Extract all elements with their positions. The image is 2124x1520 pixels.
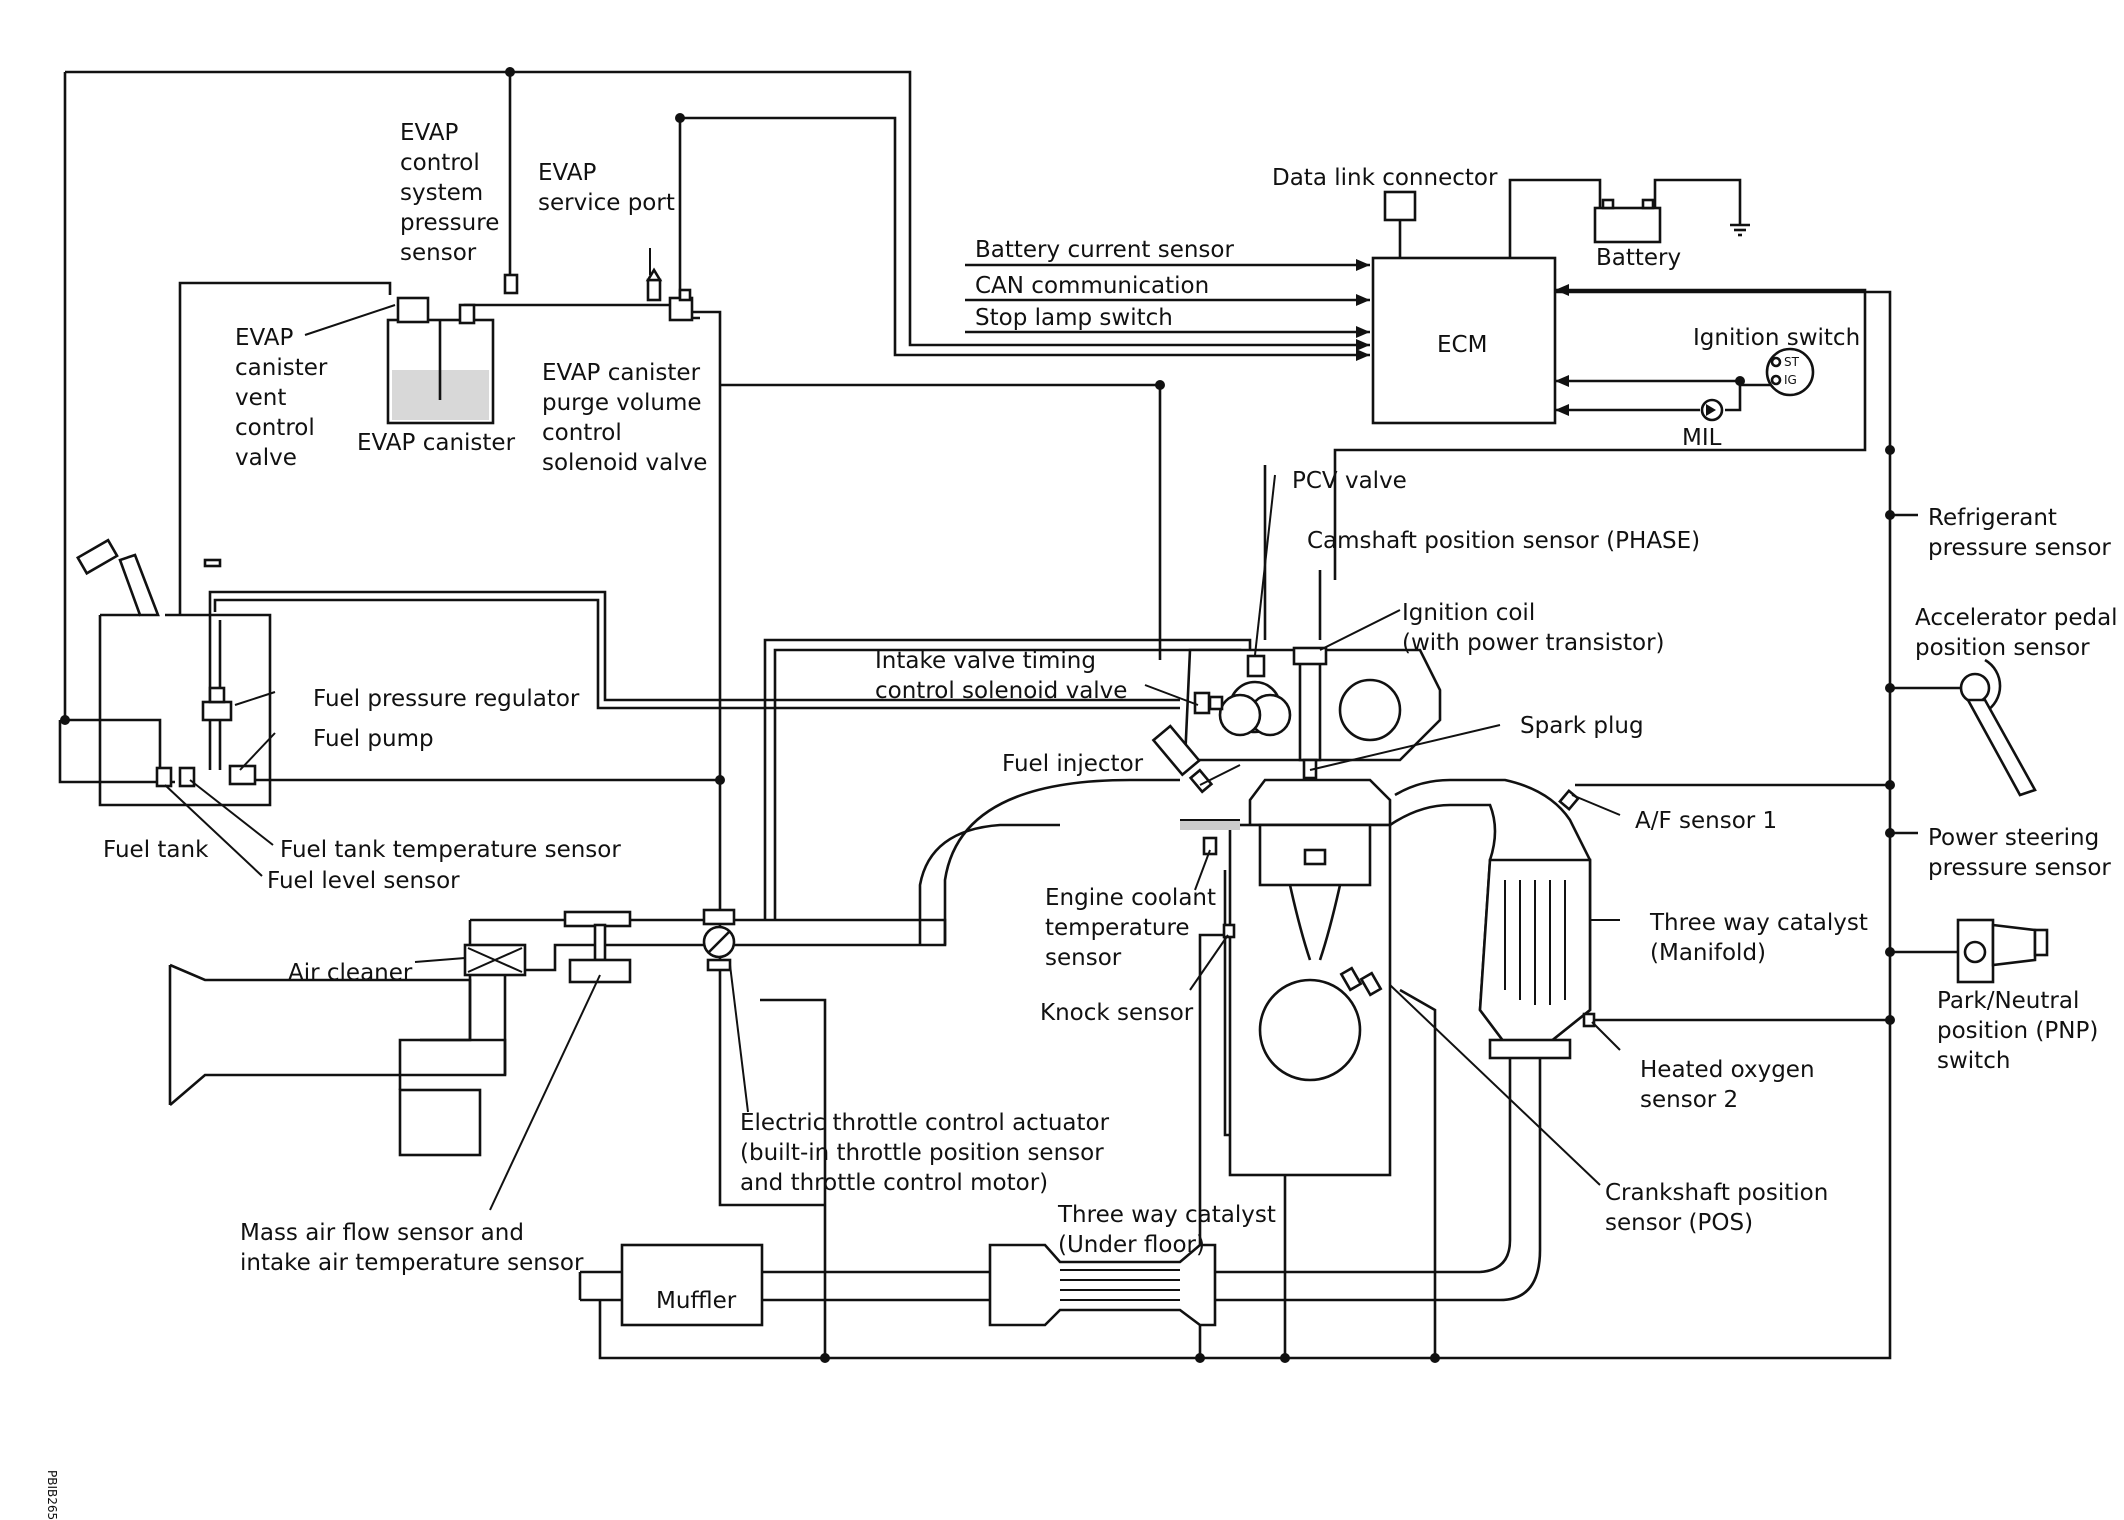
label-intake-valve-timing-1: Intake valve timing	[875, 648, 1096, 674]
label-evap-pressure-sensor-2: control	[400, 150, 480, 176]
label-refrigerant-sensor-2: pressure sensor	[1928, 535, 2111, 561]
label-fuel-tank: Fuel tank	[103, 837, 209, 863]
intake-system	[168, 778, 1180, 1157]
label-fuel-tank-temp: Fuel tank temperature sensor	[280, 837, 621, 863]
label-af-sensor: A/F sensor 1	[1635, 808, 1777, 834]
label-muffler: Muffler	[656, 1288, 737, 1314]
label-heated-oxygen-sensor-2: sensor 2	[1640, 1087, 1738, 1113]
label-evap-service-port-1: EVAP	[538, 160, 597, 186]
ignition-coil-icon	[1292, 646, 1328, 780]
fuel-line-cap	[203, 558, 222, 568]
label-evap-canister-vent-3: vent	[235, 385, 286, 411]
label-throttle-actuator-1: Electric throttle control actuator	[740, 1110, 1110, 1136]
label-mil: MIL	[1682, 425, 1722, 451]
label-evap-canister-vent-2: canister	[235, 355, 328, 381]
label-ignition-switch-st: ST	[1784, 355, 1800, 369]
evap-purge-valve-connector-icon	[678, 288, 692, 302]
label-refrigerant-sensor-1: Refrigerant	[1928, 505, 2057, 531]
label-fuel-level-sensor: Fuel level sensor	[267, 868, 460, 894]
label-fuel-pump: Fuel pump	[313, 726, 434, 752]
label-evap-purge-valve-1: EVAP canister	[542, 360, 701, 386]
label-engine-coolant-sensor-1: Engine coolant	[1045, 885, 1216, 911]
label-three-way-catalyst-underfloor-1: Three way catalyst	[1057, 1202, 1276, 1228]
evap-pressure-sensor-icon	[503, 273, 519, 295]
label-ignition-switch-ig: IG	[1784, 373, 1797, 387]
data-link-connector-icon	[1383, 190, 1417, 222]
label-three-way-catalyst-manifold-1: Three way catalyst	[1649, 910, 1868, 936]
accelerator-pedal-icon	[1959, 658, 2037, 797]
mil-lamp-icon	[1700, 398, 1724, 422]
label-data-link-connector: Data link connector	[1272, 165, 1498, 191]
label-spark-plug: Spark plug	[1520, 713, 1644, 739]
label-intake-valve-timing-2: control solenoid valve	[875, 678, 1127, 704]
label-accelerator-sensor-2: position sensor	[1915, 635, 2090, 661]
label-evap-service-port-2: service port	[538, 190, 675, 216]
label-ignition-switch: Ignition switch	[1693, 325, 1860, 351]
label-ecm: ECM	[1437, 332, 1487, 358]
label-crankshaft-sensor-2: sensor (POS)	[1605, 1210, 1753, 1236]
label-park-neutral-switch-3: switch	[1937, 1048, 2010, 1074]
labels: EVAP control system pressure sensor EVAP…	[45, 120, 2118, 1520]
fuel-tank-icon	[76, 538, 272, 807]
label-fuel-pressure-regulator: Fuel pressure regulator	[313, 686, 580, 712]
label-engine-coolant-sensor-2: temperature	[1045, 915, 1190, 941]
ignition-switch-icon	[1765, 347, 1815, 397]
label-three-way-catalyst-manifold-2: (Manifold)	[1650, 940, 1766, 966]
label-evap-canister-vent-4: control	[235, 415, 315, 441]
label-park-neutral-switch-1: Park/Neutral	[1937, 988, 2079, 1014]
label-engine-coolant-sensor-3: sensor	[1045, 945, 1122, 971]
label-evap-purge-valve-3: control	[542, 420, 622, 446]
label-three-way-catalyst-underfloor-2: (Under floor)	[1058, 1232, 1205, 1258]
label-air-cleaner: Air cleaner	[288, 960, 413, 986]
exhaust-manifold	[1389, 778, 1596, 1302]
label-knock-sensor: Knock sensor	[1040, 1000, 1194, 1026]
label-evap-canister-vent-5: valve	[235, 445, 297, 471]
label-throttle-actuator-3: and throttle control motor)	[740, 1170, 1048, 1196]
label-maf-sensor-2: intake air temperature sensor	[240, 1250, 584, 1276]
label-evap-canister-vent-1: EVAP	[235, 325, 294, 351]
label-evap-purge-valve-4: solenoid valve	[542, 450, 707, 476]
label-stop-lamp-switch: Stop lamp switch	[975, 305, 1173, 331]
label-evap-canister: EVAP canister	[357, 430, 516, 456]
label-pcv-valve: PCV valve	[1292, 468, 1407, 494]
label-heated-oxygen-sensor-1: Heated oxygen	[1640, 1057, 1815, 1083]
exhaust-system	[578, 1243, 1500, 1327]
label-crankshaft-sensor-1: Crankshaft position	[1605, 1180, 1828, 1206]
label-battery: Battery	[1596, 245, 1681, 271]
label-camshaft-sensor: Camshaft position sensor (PHASE)	[1307, 528, 1700, 554]
pcv-valve-icon	[1246, 654, 1266, 678]
label-evap-pressure-sensor-1: EVAP	[400, 120, 459, 146]
ecm-box	[1356, 256, 1569, 425]
pnp-switch-icon	[1956, 918, 2049, 984]
intake-valve-timing-solenoid-icon	[1193, 691, 1211, 715]
engine-block	[1180, 648, 1442, 1177]
label-evap-pressure-sensor-4: pressure	[400, 210, 499, 236]
figure-code: PBIB2653E	[45, 1470, 59, 1520]
evap-canister-icon	[386, 296, 495, 425]
label-battery-current-sensor: Battery current sensor	[975, 237, 1234, 263]
label-maf-sensor-1: Mass air flow sensor and	[240, 1220, 524, 1246]
label-can-communication: CAN communication	[975, 273, 1209, 299]
label-evap-purge-valve-2: purge volume	[542, 390, 702, 416]
leader-lines	[164, 248, 1621, 1211]
label-evap-pressure-sensor-5: sensor	[400, 240, 477, 266]
label-accelerator-sensor-1: Accelerator pedal	[1915, 605, 2118, 631]
label-power-steering-sensor-1: Power steering	[1928, 825, 2099, 851]
label-fuel-injector: Fuel injector	[1002, 751, 1144, 777]
label-power-steering-sensor-2: pressure sensor	[1928, 855, 2111, 881]
label-park-neutral-switch-2: position (PNP)	[1937, 1018, 2098, 1044]
label-evap-pressure-sensor-3: system	[400, 180, 483, 206]
label-throttle-actuator-2: (built-in throttle position sensor	[740, 1140, 1104, 1166]
fuel-injector-icon	[1151, 724, 1214, 794]
label-ignition-coil-1: Ignition coil	[1402, 600, 1535, 626]
battery-icon	[1593, 198, 1662, 244]
label-ignition-coil-2: (with power transistor)	[1402, 630, 1665, 656]
intake-valve-timing-solenoid-connector-icon	[1208, 695, 1224, 711]
